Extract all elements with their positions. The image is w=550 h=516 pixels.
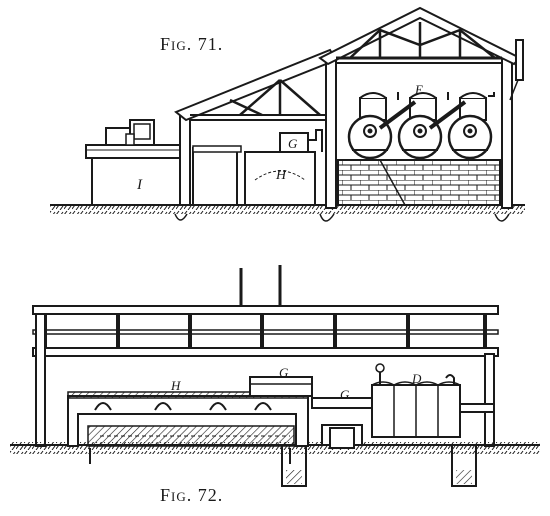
boiler-house: E <box>318 6 524 209</box>
fig71-ground <box>50 204 525 222</box>
boiler <box>447 92 493 160</box>
figure-71: Fig. 71. I <box>50 6 525 222</box>
label-G: G <box>288 136 298 151</box>
figure-72: Fig. 72. H <box>10 265 540 505</box>
label-G-top: G <box>279 365 289 380</box>
fig72-caption: Fig. 72. <box>160 485 223 505</box>
building-I: I <box>85 119 183 206</box>
label-H-72: H <box>170 378 181 393</box>
fig71-caption: Fig. 71. <box>160 34 223 54</box>
label-I: I <box>136 177 143 193</box>
label-H: H <box>275 168 287 183</box>
label-D: D <box>411 371 422 386</box>
boilers-E: E <box>347 82 495 160</box>
middle-building: H G <box>174 48 338 206</box>
boilers-D: D <box>371 363 461 438</box>
pipe-G-right: G <box>311 387 379 409</box>
chamber-H: H <box>67 378 309 464</box>
label-E: E <box>414 82 423 97</box>
vessel-G-top: G <box>249 365 313 397</box>
label-G-right: G <box>340 387 350 402</box>
pit <box>281 424 477 487</box>
